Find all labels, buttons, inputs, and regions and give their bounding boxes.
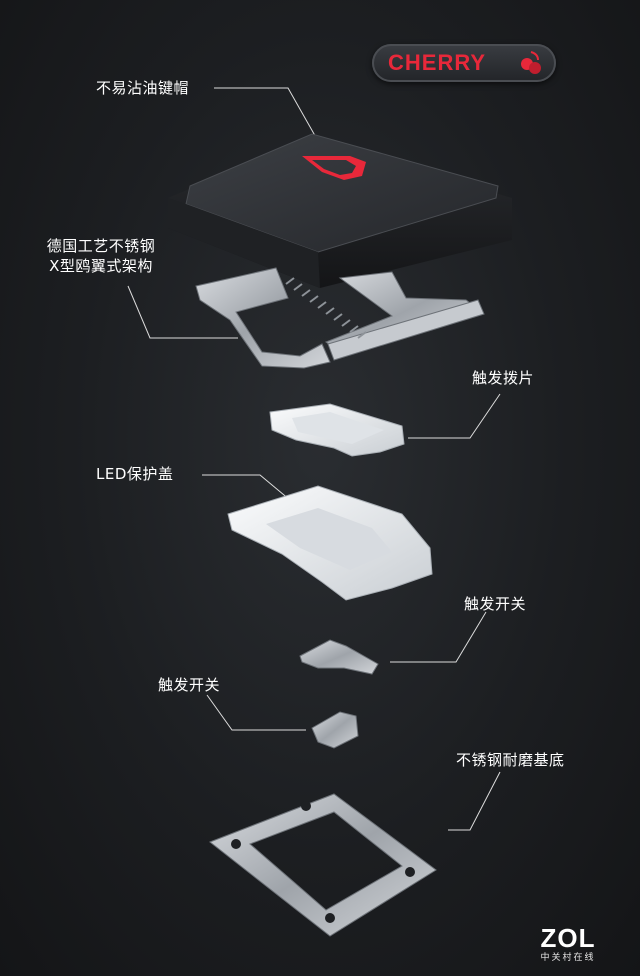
zol-logo: ZOL <box>540 923 596 953</box>
leader-line-keycap <box>214 87 323 149</box>
leader-line-switch-2 <box>206 694 306 731</box>
leader-line-trigger-blade <box>408 393 501 439</box>
leader-line-led-cover <box>202 474 291 501</box>
cherry-fruit-icon <box>521 51 541 74</box>
callout-switch-1: 触发开关 <box>464 595 527 613</box>
leader-line-base <box>448 771 501 831</box>
leader-line-scissor <box>127 285 238 339</box>
scissor-mechanism <box>195 267 485 369</box>
trigger-switch-1 <box>299 639 379 675</box>
callout-switch-2: 触发开关 <box>158 676 221 694</box>
zol-watermark: ZOL 中关村在线 <box>528 924 608 964</box>
callout-trigger-blade: 触发拨片 <box>472 369 535 387</box>
leader-line-switch-1 <box>390 611 487 663</box>
d-logo-icon <box>302 156 366 180</box>
cherry-logo: CHERRY <box>372 44 556 82</box>
leader-lines <box>127 87 501 831</box>
cherry-logo-text: CHERRY <box>388 50 487 75</box>
trigger-switch-2 <box>311 711 359 749</box>
callout-base: 不锈钢耐磨基底 <box>456 751 565 769</box>
led-cover <box>227 485 433 601</box>
spring-icon <box>285 277 367 339</box>
callout-scissor-line2: X型鸥翼式架构 <box>49 257 153 275</box>
zol-tagline: 中关村在线 <box>540 953 596 963</box>
callout-led-cover: LED保护盖 <box>96 465 174 483</box>
trigger-blade <box>269 403 405 457</box>
callout-scissor-line1: 德国工艺不锈钢 <box>46 237 156 255</box>
callout-keycap: 不易沾油键帽 <box>96 79 190 97</box>
steel-base <box>208 793 437 937</box>
keycap <box>168 133 512 288</box>
callout-scissor: 德国工艺不锈钢 X型鸥翼式架构 <box>26 236 176 276</box>
